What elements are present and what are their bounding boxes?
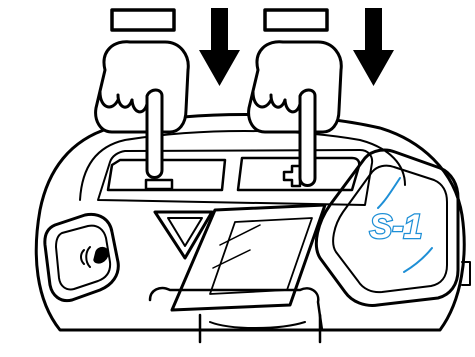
pointing-hand-icon xyxy=(247,40,343,187)
right-press-indicator xyxy=(263,8,329,32)
logo-swoosh-bottom xyxy=(403,247,433,273)
center-triangle-button[interactable] xyxy=(153,210,214,260)
intercom-button[interactable] xyxy=(43,212,120,303)
logo-swoosh-top xyxy=(377,177,401,209)
brand-logo: S-1 xyxy=(370,208,423,246)
arrow-down-icon xyxy=(353,8,394,86)
left-press-indicator xyxy=(110,8,176,32)
center-pad xyxy=(170,203,327,312)
logo-panel xyxy=(314,148,460,307)
side-port xyxy=(461,261,471,286)
minus-button[interactable] xyxy=(106,158,227,192)
minus-icon xyxy=(144,178,174,191)
intercom-wave-icon xyxy=(80,246,109,268)
arrow-down-icon xyxy=(199,8,240,86)
bottom-clip xyxy=(148,286,324,344)
pointing-hand-icon xyxy=(94,40,190,179)
